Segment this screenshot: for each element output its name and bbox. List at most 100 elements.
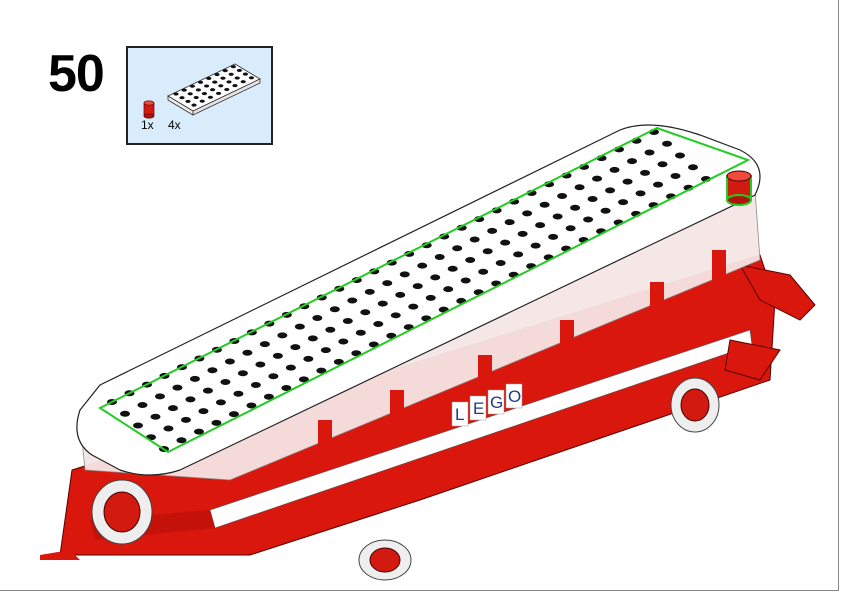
stud [504, 219, 515, 226]
stud [535, 222, 546, 229]
stud [281, 385, 292, 392]
stud [181, 88, 187, 92]
stud [670, 172, 681, 179]
stud [246, 402, 257, 409]
stud [613, 219, 624, 226]
stud [222, 69, 228, 73]
stud [124, 390, 135, 397]
stud [600, 207, 611, 214]
bus-white-stripe [209, 329, 753, 529]
stud [229, 338, 240, 345]
stud [199, 99, 205, 103]
stud [215, 399, 226, 406]
stud [193, 95, 199, 100]
stud [172, 384, 183, 391]
stud [683, 184, 694, 191]
stud [465, 257, 476, 264]
wheel-front [91, 479, 153, 545]
stud [307, 335, 318, 342]
stud [167, 405, 178, 412]
stud [386, 259, 397, 266]
lego-logo: L E G O [451, 383, 523, 427]
stud [517, 230, 528, 237]
window-band [79, 189, 761, 481]
stud [214, 72, 220, 77]
stud [548, 233, 559, 240]
stud [509, 198, 520, 205]
stud [218, 84, 224, 88]
stud [382, 280, 393, 287]
stud [412, 283, 423, 290]
stud [259, 341, 270, 348]
stud [417, 262, 428, 269]
stud [277, 332, 288, 339]
stud [399, 271, 410, 278]
parts-callout: 1x 4x [126, 46, 273, 145]
stud [452, 245, 463, 252]
window-post [318, 420, 332, 465]
front-bumper [40, 550, 80, 560]
stud [666, 193, 677, 200]
stud [592, 175, 603, 182]
stud [194, 355, 205, 362]
stud [224, 87, 230, 92]
stud [228, 72, 234, 76]
window-post [650, 282, 664, 327]
page-border-right [838, 0, 839, 591]
stud [500, 239, 511, 246]
stud [526, 189, 537, 196]
stud [473, 289, 484, 296]
stud [150, 413, 161, 420]
stud [425, 294, 436, 301]
stud [232, 84, 238, 88]
stud [185, 396, 196, 403]
stud [565, 225, 576, 232]
stud [338, 338, 349, 345]
stud [487, 227, 498, 234]
stud [482, 248, 493, 255]
stud [185, 99, 191, 103]
stud [688, 164, 698, 171]
stud [675, 152, 685, 159]
stud [439, 233, 450, 240]
stud [491, 207, 502, 214]
stud [268, 373, 279, 380]
stud [316, 367, 327, 374]
stud [364, 288, 375, 295]
stud [207, 367, 218, 374]
stud [212, 80, 218, 84]
stud [220, 378, 231, 385]
window-post [390, 390, 404, 435]
stud [662, 140, 672, 147]
stud [329, 306, 340, 313]
stud [163, 425, 174, 432]
stud [210, 88, 216, 92]
stud [299, 303, 310, 310]
stud [224, 358, 235, 365]
stud [211, 419, 222, 426]
quantity-plate: 4x [168, 118, 181, 132]
stud [303, 355, 314, 362]
stud [191, 103, 197, 107]
parts-illustration [143, 63, 261, 119]
stud [107, 399, 117, 405]
stud [264, 320, 275, 327]
quantity-round-brick: 1x [141, 118, 154, 132]
stud [373, 321, 384, 328]
stud [557, 193, 568, 200]
stud [316, 294, 327, 301]
stud [460, 277, 471, 284]
stud [179, 96, 185, 100]
stud [202, 387, 213, 394]
stud [240, 80, 246, 84]
window-post [478, 355, 492, 400]
stud [250, 381, 261, 388]
stud [474, 216, 485, 223]
new-part-highlight [97, 126, 751, 454]
stud [578, 236, 589, 243]
stud [561, 172, 572, 179]
stud [478, 268, 489, 275]
stud [627, 158, 638, 165]
stud [543, 254, 554, 261]
stud [369, 268, 380, 275]
